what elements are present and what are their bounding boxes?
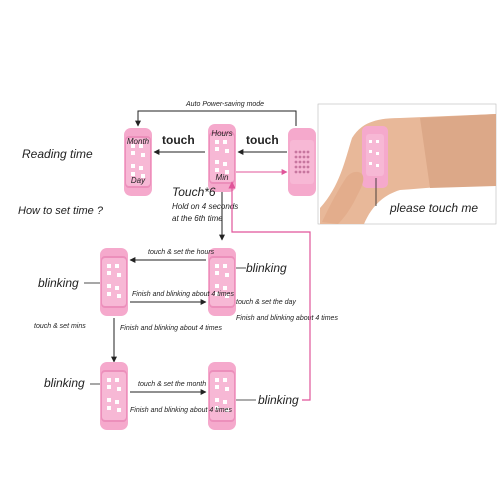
- watch-icon: [208, 362, 236, 430]
- watch-icon: [100, 362, 128, 430]
- how-to-label: How to set time ?: [18, 205, 104, 217]
- watch-label-day: Day: [131, 176, 146, 185]
- blinking-label: blinking: [258, 393, 299, 407]
- watch-label-min: Min: [216, 173, 229, 182]
- touch-label-right: touch: [246, 133, 279, 147]
- please-touch-label: please touch me: [389, 201, 478, 215]
- blinking-label: blinking: [44, 376, 85, 390]
- finish-mins-label: Finish and blinking about 4 times: [120, 325, 222, 332]
- finish-day-label: Finish and blinking about 4 times: [236, 315, 338, 322]
- auto-power-label: Auto Power-saving mode: [185, 101, 264, 108]
- watch-icon: [100, 248, 128, 316]
- set-day-label: touch & set the day: [236, 299, 296, 306]
- blinking-label: blinking: [38, 276, 79, 290]
- auto-power-arrow: [135, 110, 297, 127]
- finish-month-label: Finish and blinking about 4 times: [130, 407, 232, 414]
- reading-time-label: Reading time: [22, 147, 93, 161]
- set-hours-label: touch & set the hours: [148, 249, 215, 256]
- finger-icon: [322, 171, 364, 224]
- finish-hours-label: Finish and blinking about 4 times: [132, 291, 234, 298]
- watch-icon: [288, 128, 316, 196]
- return-arrow: [228, 181, 311, 401]
- hold-label-1: Hold on 4 seconds: [172, 202, 238, 211]
- set-mins-label: touch & set mins: [34, 323, 86, 330]
- watch-label-hours: Hours: [211, 129, 232, 138]
- blinking-label: blinking: [246, 261, 287, 275]
- wrist-photo: [317, 103, 497, 225]
- watch-icon: [208, 248, 236, 316]
- watch-label-month: Month: [127, 137, 150, 146]
- hold-label-2: at the 6th time: [172, 214, 223, 223]
- touch6-label: Touch*6: [172, 185, 216, 199]
- touch-label-left: touch: [162, 133, 195, 147]
- set-month-label: touch & set the month: [138, 381, 206, 388]
